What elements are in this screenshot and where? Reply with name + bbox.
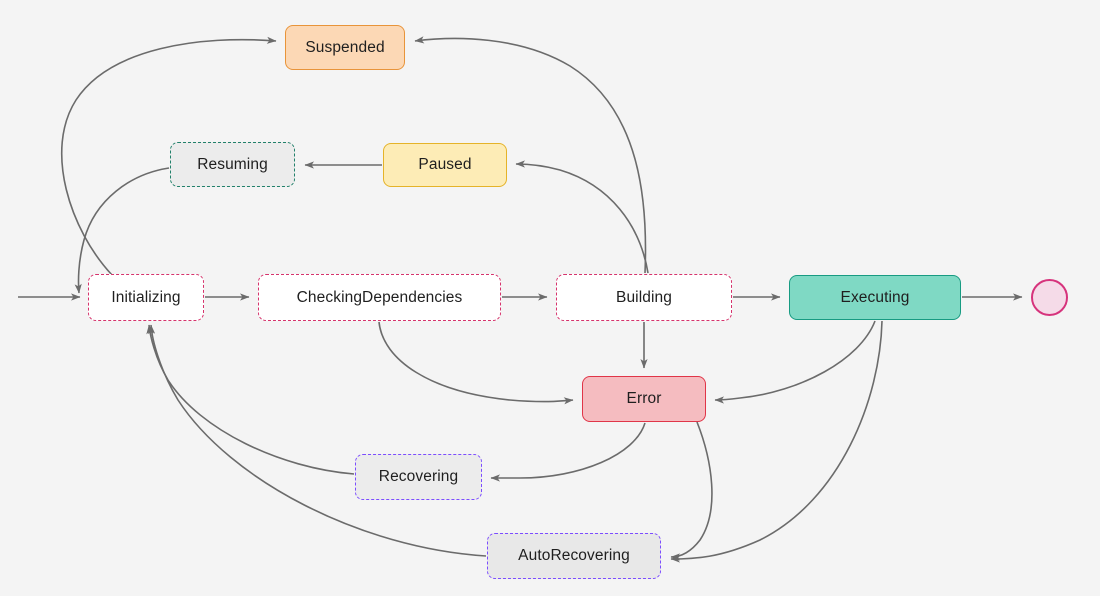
end-state-node[interactable] [1031,279,1068,316]
state-node-label: AutoRecovering [518,547,630,565]
state-node-label: Initializing [111,288,181,306]
edge-autorecovering-to-initializing [148,324,487,557]
state-node-label: Suspended [305,38,385,56]
state-node-checkingdependencies[interactable]: CheckingDependencies [258,274,501,321]
edge-error-to-autorecovering [670,421,713,561]
edge-building-to-suspended [414,36,647,274]
state-node-suspended[interactable]: Suspended [285,25,405,70]
state-node-recovering[interactable]: Recovering [355,454,482,500]
state-node-label: Building [616,288,672,306]
edge-checkingdependencies-to-error [378,321,574,405]
state-node-label: Resuming [197,155,268,173]
edge-resuming-to-initializing [74,167,170,294]
state-node-paused[interactable]: Paused [383,143,507,187]
state-node-label: Executing [840,288,910,306]
state-node-executing[interactable]: Executing [789,275,961,320]
state-node-error[interactable]: Error [582,376,706,422]
edge-recovering-to-initializing [146,324,355,475]
edge-error-to-recovering [490,422,646,482]
state-node-label: Paused [418,156,472,174]
state-node-label: Error [626,390,662,408]
state-node-initializing[interactable]: Initializing [88,274,204,321]
state-node-autorecovering[interactable]: AutoRecovering [487,533,661,579]
state-node-building[interactable]: Building [556,274,732,321]
state-node-resuming[interactable]: Resuming [170,142,295,187]
edge-executing-to-autorecovering [670,320,883,563]
state-node-label: CheckingDependencies [296,288,463,306]
edge-initializing-to-suspended [60,36,277,276]
state-node-label: Recovering [378,468,459,486]
edge-executing-to-error [714,320,876,404]
edge-building-to-paused [515,160,649,274]
